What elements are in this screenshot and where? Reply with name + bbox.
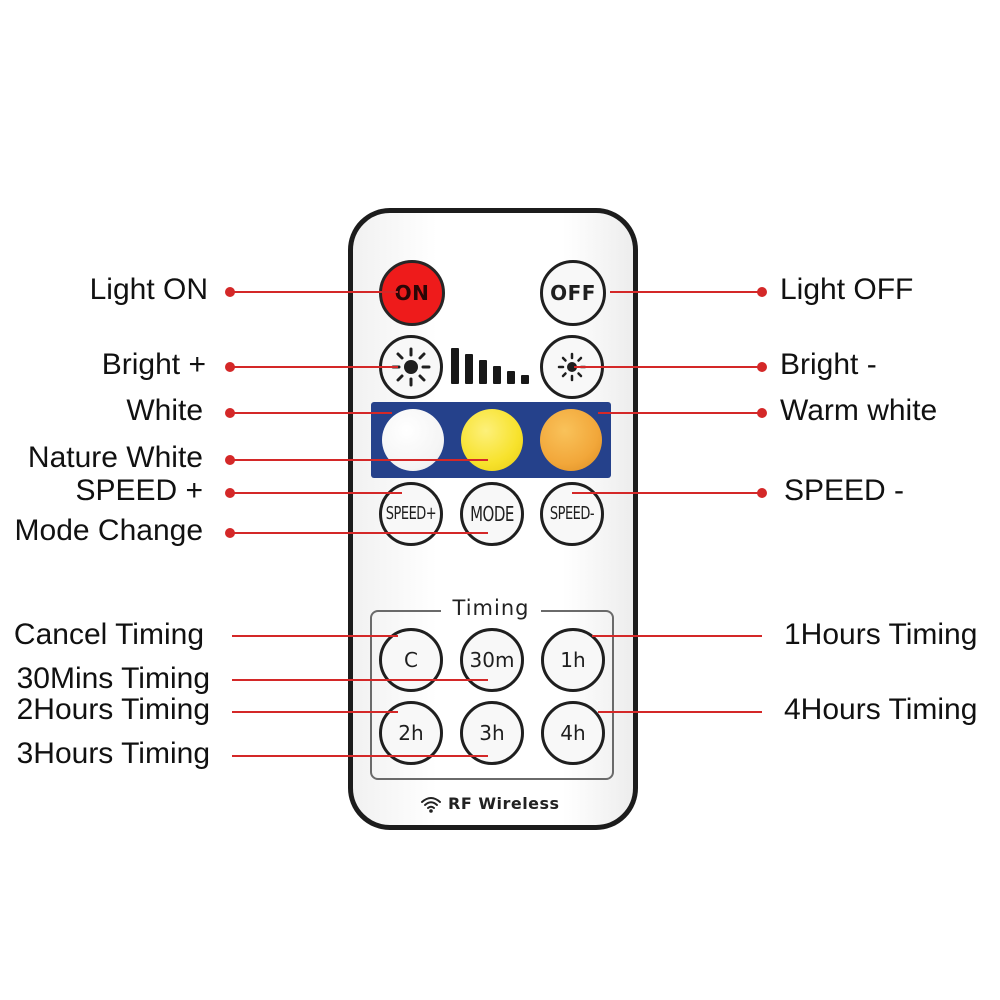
label-3hours-timing: 3Hours Timing [16, 737, 210, 770]
label-speed-plus: SPEED + [75, 474, 203, 507]
cancel-timing-button[interactable]: C [379, 628, 443, 692]
leader-dot-warm-white [757, 408, 767, 418]
mode-button-label: MODE [470, 501, 514, 527]
label-30mins-timing: 30Mins Timing [16, 662, 210, 695]
speed-minus-button-label: SPEED- [549, 503, 595, 525]
white-button[interactable] [382, 409, 444, 471]
speed-minus-button[interactable]: SPEED- [540, 482, 604, 546]
timing-1h-button[interactable]: 1h [541, 628, 605, 692]
timing-2h-button-label: 2h [398, 721, 424, 745]
speed-plus-button[interactable]: SPEED+ [379, 482, 443, 546]
off-button-label: OFF [550, 281, 596, 305]
speed-plus-button-label: SPEED+ [385, 503, 437, 525]
label-cancel-timing: Cancel Timing [13, 618, 204, 651]
label-white: White [126, 394, 203, 427]
leader-dot-speed-plus [225, 488, 235, 498]
brightness-bars-icon [451, 348, 537, 384]
label-mode-change: Mode Change [14, 514, 203, 547]
leader-dot-white [225, 408, 235, 418]
label-warm-white: Warm white [780, 394, 938, 427]
timing-2h-button[interactable]: 2h [379, 701, 443, 765]
leader-dot-speed-minus [757, 488, 767, 498]
label-4hours-timing: 4Hours Timing [784, 693, 978, 726]
label-bright-plus: Bright + [101, 348, 206, 381]
nature-white-button[interactable] [461, 409, 523, 471]
timing-30m-button-label: 30m [469, 648, 515, 672]
on-button[interactable]: ON [379, 260, 445, 326]
leader-dot-mode-change [225, 528, 235, 538]
timing-4h-button-label: 4h [560, 721, 586, 745]
warm-white-button[interactable] [540, 409, 602, 471]
on-button-label: ON [394, 281, 430, 305]
leader-dot-light-on [225, 287, 235, 297]
leader-dot-bright-minus [757, 362, 767, 372]
label-1hours-timing: 1Hours Timing [784, 618, 978, 651]
timing-3h-button-label: 3h [479, 721, 505, 745]
timing-30m-button[interactable]: 30m [460, 628, 524, 692]
label-light-off: Light OFF [780, 273, 914, 306]
rf-wireless-label: RF Wireless [448, 794, 560, 813]
label-bright-minus: Bright - [780, 348, 877, 381]
timing-1h-button-label: 1h [560, 648, 586, 672]
leader-dot-bright-plus [225, 362, 235, 372]
leader-dot-nature-white [225, 455, 235, 465]
leader-dot-light-off [757, 287, 767, 297]
timing-4h-button[interactable]: 4h [541, 701, 605, 765]
bright-minus-button[interactable] [540, 335, 604, 399]
wifi-icon [421, 796, 441, 813]
cancel-timing-button-label: C [404, 648, 418, 672]
label-light-on: Light ON [89, 273, 208, 306]
label-speed-minus: SPEED - [784, 474, 905, 507]
rf-wireless-footer: RF Wireless [420, 794, 570, 813]
timing-title: Timing [441, 596, 541, 620]
mode-button[interactable]: MODE [460, 482, 524, 546]
off-button[interactable]: OFF [540, 260, 606, 326]
sun-small-icon [557, 352, 587, 382]
bright-plus-button[interactable] [379, 335, 443, 399]
label-2hours-timing: 2Hours Timing [16, 693, 210, 726]
timing-3h-button[interactable]: 3h [460, 701, 524, 765]
label-nature-white: Nature White [27, 441, 203, 474]
sun-large-icon [391, 347, 431, 387]
